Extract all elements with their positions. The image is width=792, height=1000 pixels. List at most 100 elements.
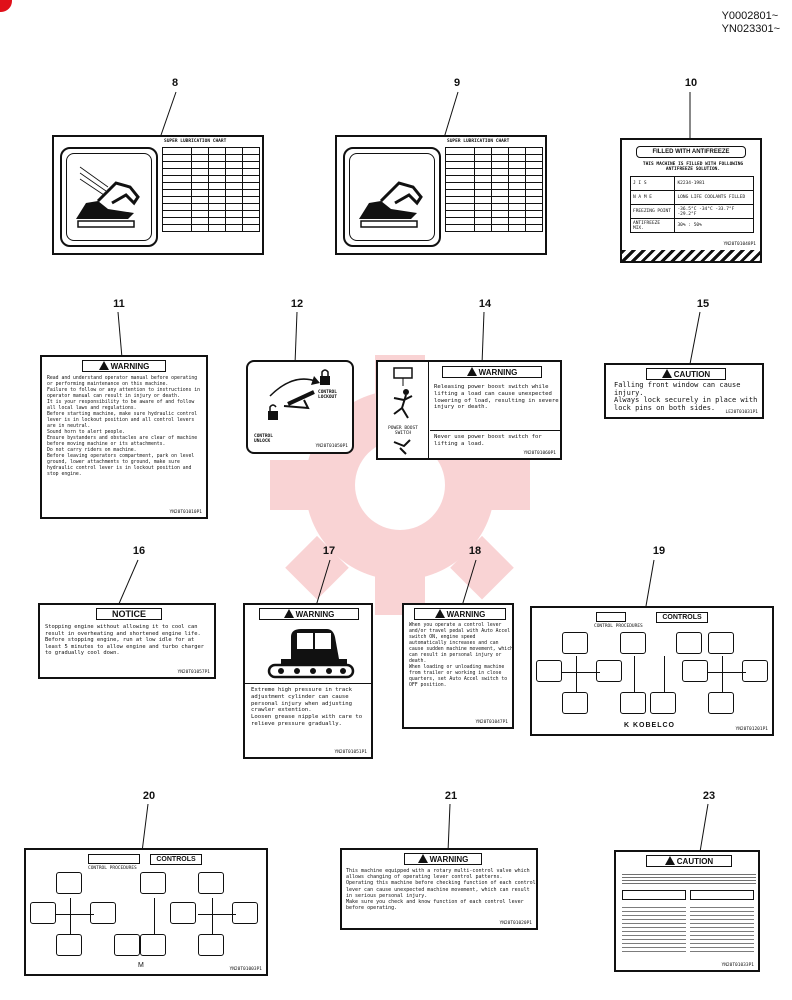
label-9-title: SUPER LUBRICATION CHART xyxy=(447,139,510,144)
callout-18: 18 xyxy=(468,545,482,557)
callout-17: 17 xyxy=(322,545,336,557)
label-19-symbol xyxy=(536,660,562,682)
leader-12 xyxy=(294,311,298,365)
label-11-body: Read and understand operator manual befo… xyxy=(47,376,201,477)
label-19-axis xyxy=(664,656,665,692)
callout-15: 15 xyxy=(696,298,710,310)
label-15-code: LE20T01031P1 xyxy=(725,410,758,415)
label-19-code: YN20T01201P1 xyxy=(735,727,768,732)
label-8-schedule-table xyxy=(161,147,260,232)
label-19-kanji-box xyxy=(596,612,626,622)
label-21-header-text: WARNING xyxy=(429,855,469,864)
label-20-axis xyxy=(154,898,155,934)
label-20-code: YN20T01003P1 xyxy=(229,967,262,972)
label-14-header: WARNING xyxy=(442,366,542,378)
label-17-crawler-icon xyxy=(267,629,355,679)
label-23-caution: CAUTION YN20T01033P1 xyxy=(614,850,760,972)
label-11-code: YN20T01010P1 xyxy=(169,510,202,515)
cell: FREEZING POINT xyxy=(629,204,676,219)
label-19-axis xyxy=(708,672,746,673)
label-14-header-text: WARNING xyxy=(478,368,518,377)
label-20-symbol xyxy=(56,934,82,956)
caution-triangle-icon xyxy=(661,369,672,378)
callout-19: 19 xyxy=(652,545,666,557)
label-23-text-left xyxy=(622,904,686,954)
label-18-body: When you operate a control lever and/or … xyxy=(409,623,513,688)
label-20-controls: CONTROLS CONTROL PROCEDURES M YN20T01003… xyxy=(24,848,268,976)
label-17-header-text: WARNING xyxy=(295,610,335,619)
label-20-header: CONTROLS xyxy=(150,854,202,865)
cell: J I S xyxy=(629,176,676,191)
label-20-symbol xyxy=(90,902,116,924)
label-23-header: CAUTION xyxy=(646,855,732,867)
callout-8: 8 xyxy=(171,77,179,89)
label-23-text-block xyxy=(622,872,756,886)
label-20-symbol xyxy=(170,902,196,924)
label-23-text-right xyxy=(690,904,754,954)
label-14-switch-caption: POWER BOOST SWITCH xyxy=(388,426,418,436)
label-19-symbol xyxy=(708,632,734,654)
label-14-bottom: Never use power boost switch for lifting… xyxy=(434,434,542,447)
callout-23: 23 xyxy=(702,790,716,802)
label-19-axis xyxy=(722,656,723,692)
label-11-warning: WARNING Read and understand operator man… xyxy=(40,355,208,519)
label-10-code: YN20T01048P1 xyxy=(723,242,756,247)
label-19-symbol xyxy=(676,632,702,654)
label-12-unlock: CONTROL UNLOCK xyxy=(254,434,273,444)
warning-triangle-icon xyxy=(98,361,109,370)
label-11-header-text: WARNING xyxy=(110,362,150,371)
callout-9: 9 xyxy=(453,77,461,89)
label-8-lubrication-chart: SUPER LUBRICATION CHART xyxy=(52,135,264,255)
corner-mark-icon xyxy=(0,0,12,12)
cell: LONG LIFE COOLANTS FILLED xyxy=(674,190,754,205)
label-23-box-left xyxy=(622,890,686,900)
label-14-pictogram: POWER BOOST SWITCH xyxy=(378,362,429,458)
label-21-body: This machine equipped with a rotary mult… xyxy=(346,868,536,912)
label-8-track-inner xyxy=(66,153,152,241)
label-19-controls: CONTROLS CONTROL PROCEDURES K KOBELCO YN… xyxy=(530,606,774,736)
cell: 30% : 50% xyxy=(674,218,754,233)
label-17-divider xyxy=(245,683,371,684)
label-19-symbol xyxy=(742,660,768,682)
label-14-code: YN20T01060P1 xyxy=(523,451,556,456)
label-15-body: Falling front window can cause injury. A… xyxy=(614,381,758,412)
leader-21 xyxy=(447,803,451,853)
leader-15 xyxy=(689,311,701,365)
label-19-header: CONTROLS xyxy=(656,612,708,623)
leader-14 xyxy=(481,311,485,365)
serial-range: Y0002801~ YN023301~ xyxy=(722,10,780,36)
label-20-symbol xyxy=(232,902,258,924)
label-10-antifreeze: FILLED WITH ANTIFREEZE THIS MACHINE IS F… xyxy=(620,138,762,263)
label-15-caution: CAUTION Falling front window can cause i… xyxy=(604,363,764,419)
label-17-code: YN20T01051P1 xyxy=(334,750,367,755)
callout-16: 16 xyxy=(132,545,146,557)
label-12-lockout: CONTROL LOCKOUT xyxy=(318,390,337,400)
label-20-symbol xyxy=(56,872,82,894)
label-20-axis xyxy=(56,914,94,915)
label-20-symbol xyxy=(30,902,56,924)
label-12-code: YN20T01050P1 xyxy=(315,444,348,449)
label-19-symbol xyxy=(682,660,708,682)
cell: ANTIFREEZE MIX. xyxy=(629,218,676,233)
label-19-symbol xyxy=(562,692,588,714)
label-12-control-lockout: CONTROL LOCKOUT CONTROL UNLOCK YN20T0105… xyxy=(246,360,354,454)
callout-14: 14 xyxy=(478,298,492,310)
label-18-header: WARNING xyxy=(414,608,506,620)
label-19-axis xyxy=(634,656,635,692)
label-20-kanji-box xyxy=(88,854,140,864)
label-20-symbol xyxy=(114,934,140,956)
callout-12: 12 xyxy=(290,298,304,310)
label-19-axis xyxy=(576,656,577,692)
label-15-header-text: CAUTION xyxy=(673,370,711,379)
label-11-header: WARNING xyxy=(82,360,166,372)
label-14-divider xyxy=(430,430,560,431)
leader-11 xyxy=(117,311,123,359)
caution-triangle-icon xyxy=(664,856,675,865)
falling-load-icon xyxy=(393,367,413,419)
label-9-schedule-table xyxy=(444,147,543,232)
callout-10: 10 xyxy=(684,77,698,89)
label-19-symbol xyxy=(596,660,622,682)
label-12-lever-icon xyxy=(268,369,330,420)
warning-triangle-icon xyxy=(417,854,428,863)
label-9-track-inner xyxy=(349,153,435,241)
